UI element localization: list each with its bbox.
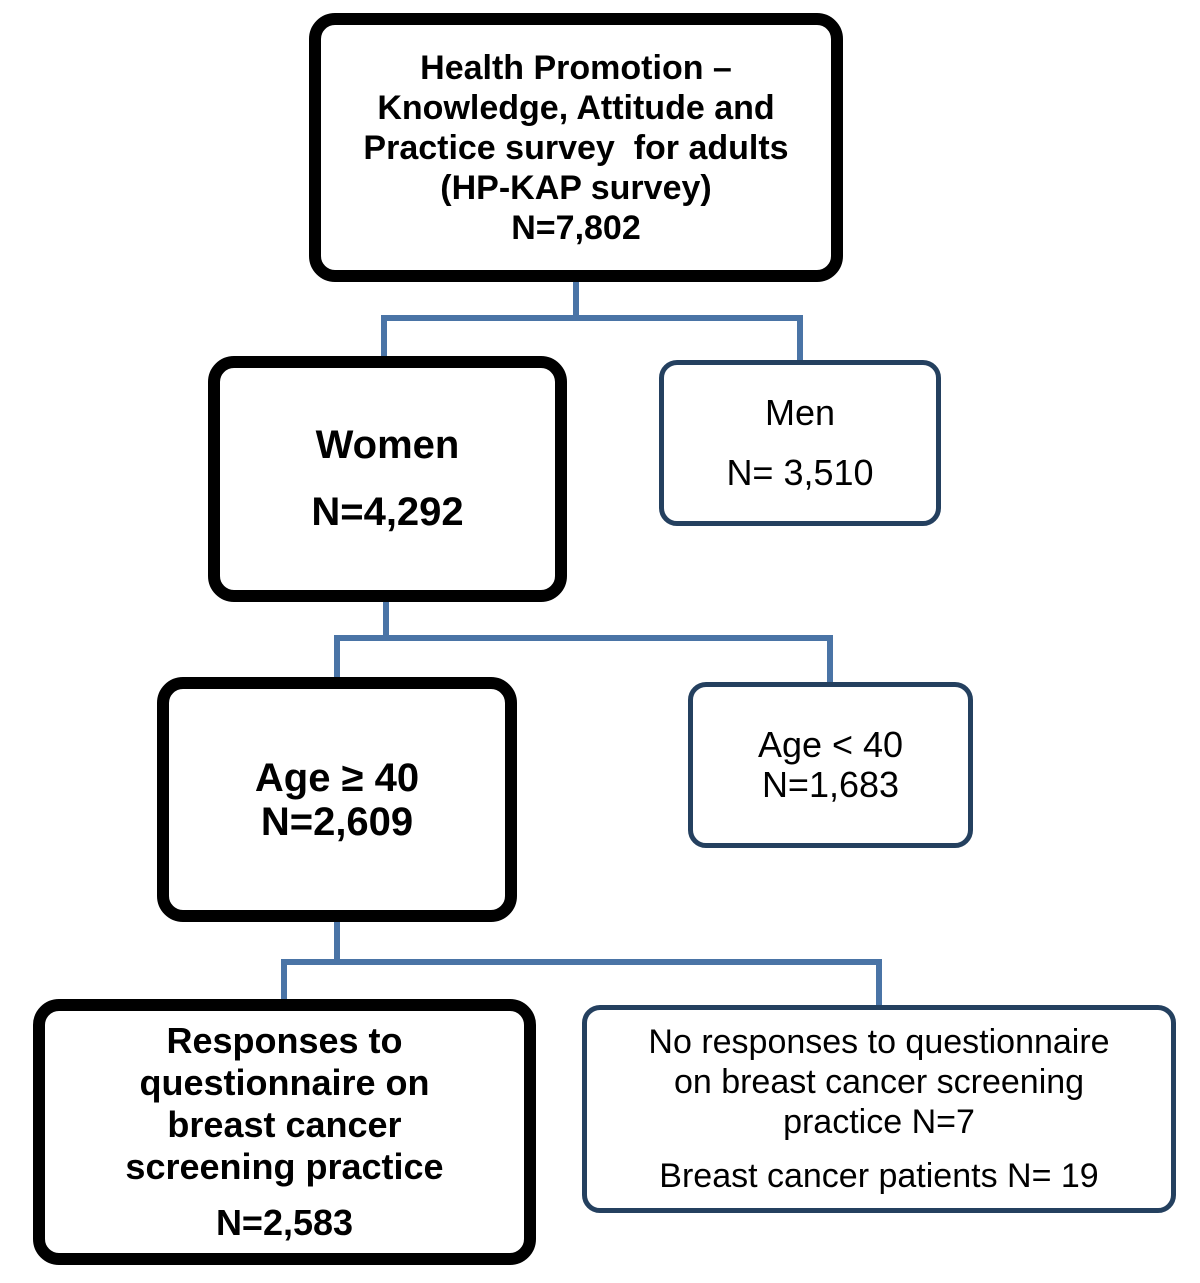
responses-label-line-4: screening practice [125,1146,444,1187]
no-responses-label-line-1: No responses to questionnaire [648,1023,1110,1061]
age-under-40-count: N=1,683 [761,764,900,805]
no-responses-label-line-2: on breast cancer screening [673,1063,1085,1101]
responses-count: N=2,583 [215,1202,354,1243]
no-responses-label-line-3: practice N=7 [783,1103,975,1141]
survey-title-line-1: Health Promotion – [420,48,732,87]
women-count: N=4,292 [311,490,464,534]
survey-count: N=7,802 [511,208,641,247]
connector-survey-to-women-men [381,273,579,359]
breast-cancer-patients-count: Breast cancer patients N= 19 [659,1157,1099,1195]
age-40-plus-count: N=2,609 [260,799,414,844]
survey-title-line-3: Practice survey for adults [363,128,789,167]
responses-box: Responses to questionnaire on breast can… [33,999,536,1265]
men-label: Men [764,392,836,433]
connector-women-to-age-lt40 [383,635,833,685]
no-responses-box: No responses to questionnaire on breast … [582,1005,1176,1213]
age-40-plus-box: Age ≥ 40 N=2,609 [157,677,517,922]
connector-age-to-no-responses [334,959,882,1008]
survey-title-line-4: (HP-KAP survey) [440,168,712,207]
connector-survey-to-men [573,315,803,363]
connector-women-to-age-ge40 [334,593,389,680]
age-under-40-box: Age < 40 N=1,683 [688,682,973,848]
age-under-40-label: Age < 40 [757,724,904,765]
women-label: Women [315,423,460,467]
women-box: Women N=4,292 [208,356,567,602]
responses-label-line-1: Responses to [166,1020,403,1061]
responses-label-line-3: breast cancer [167,1104,402,1145]
connector-age-to-responses [281,913,340,1002]
men-count: N= 3,510 [726,452,874,493]
men-box: Men N= 3,510 [659,360,941,526]
responses-label-line-2: questionnaire on [139,1062,430,1103]
survey-title-line-2: Knowledge, Attitude and [377,88,775,127]
age-40-plus-label: Age ≥ 40 [254,755,420,800]
survey-box: Health Promotion – Knowledge, Attitude a… [309,13,843,282]
